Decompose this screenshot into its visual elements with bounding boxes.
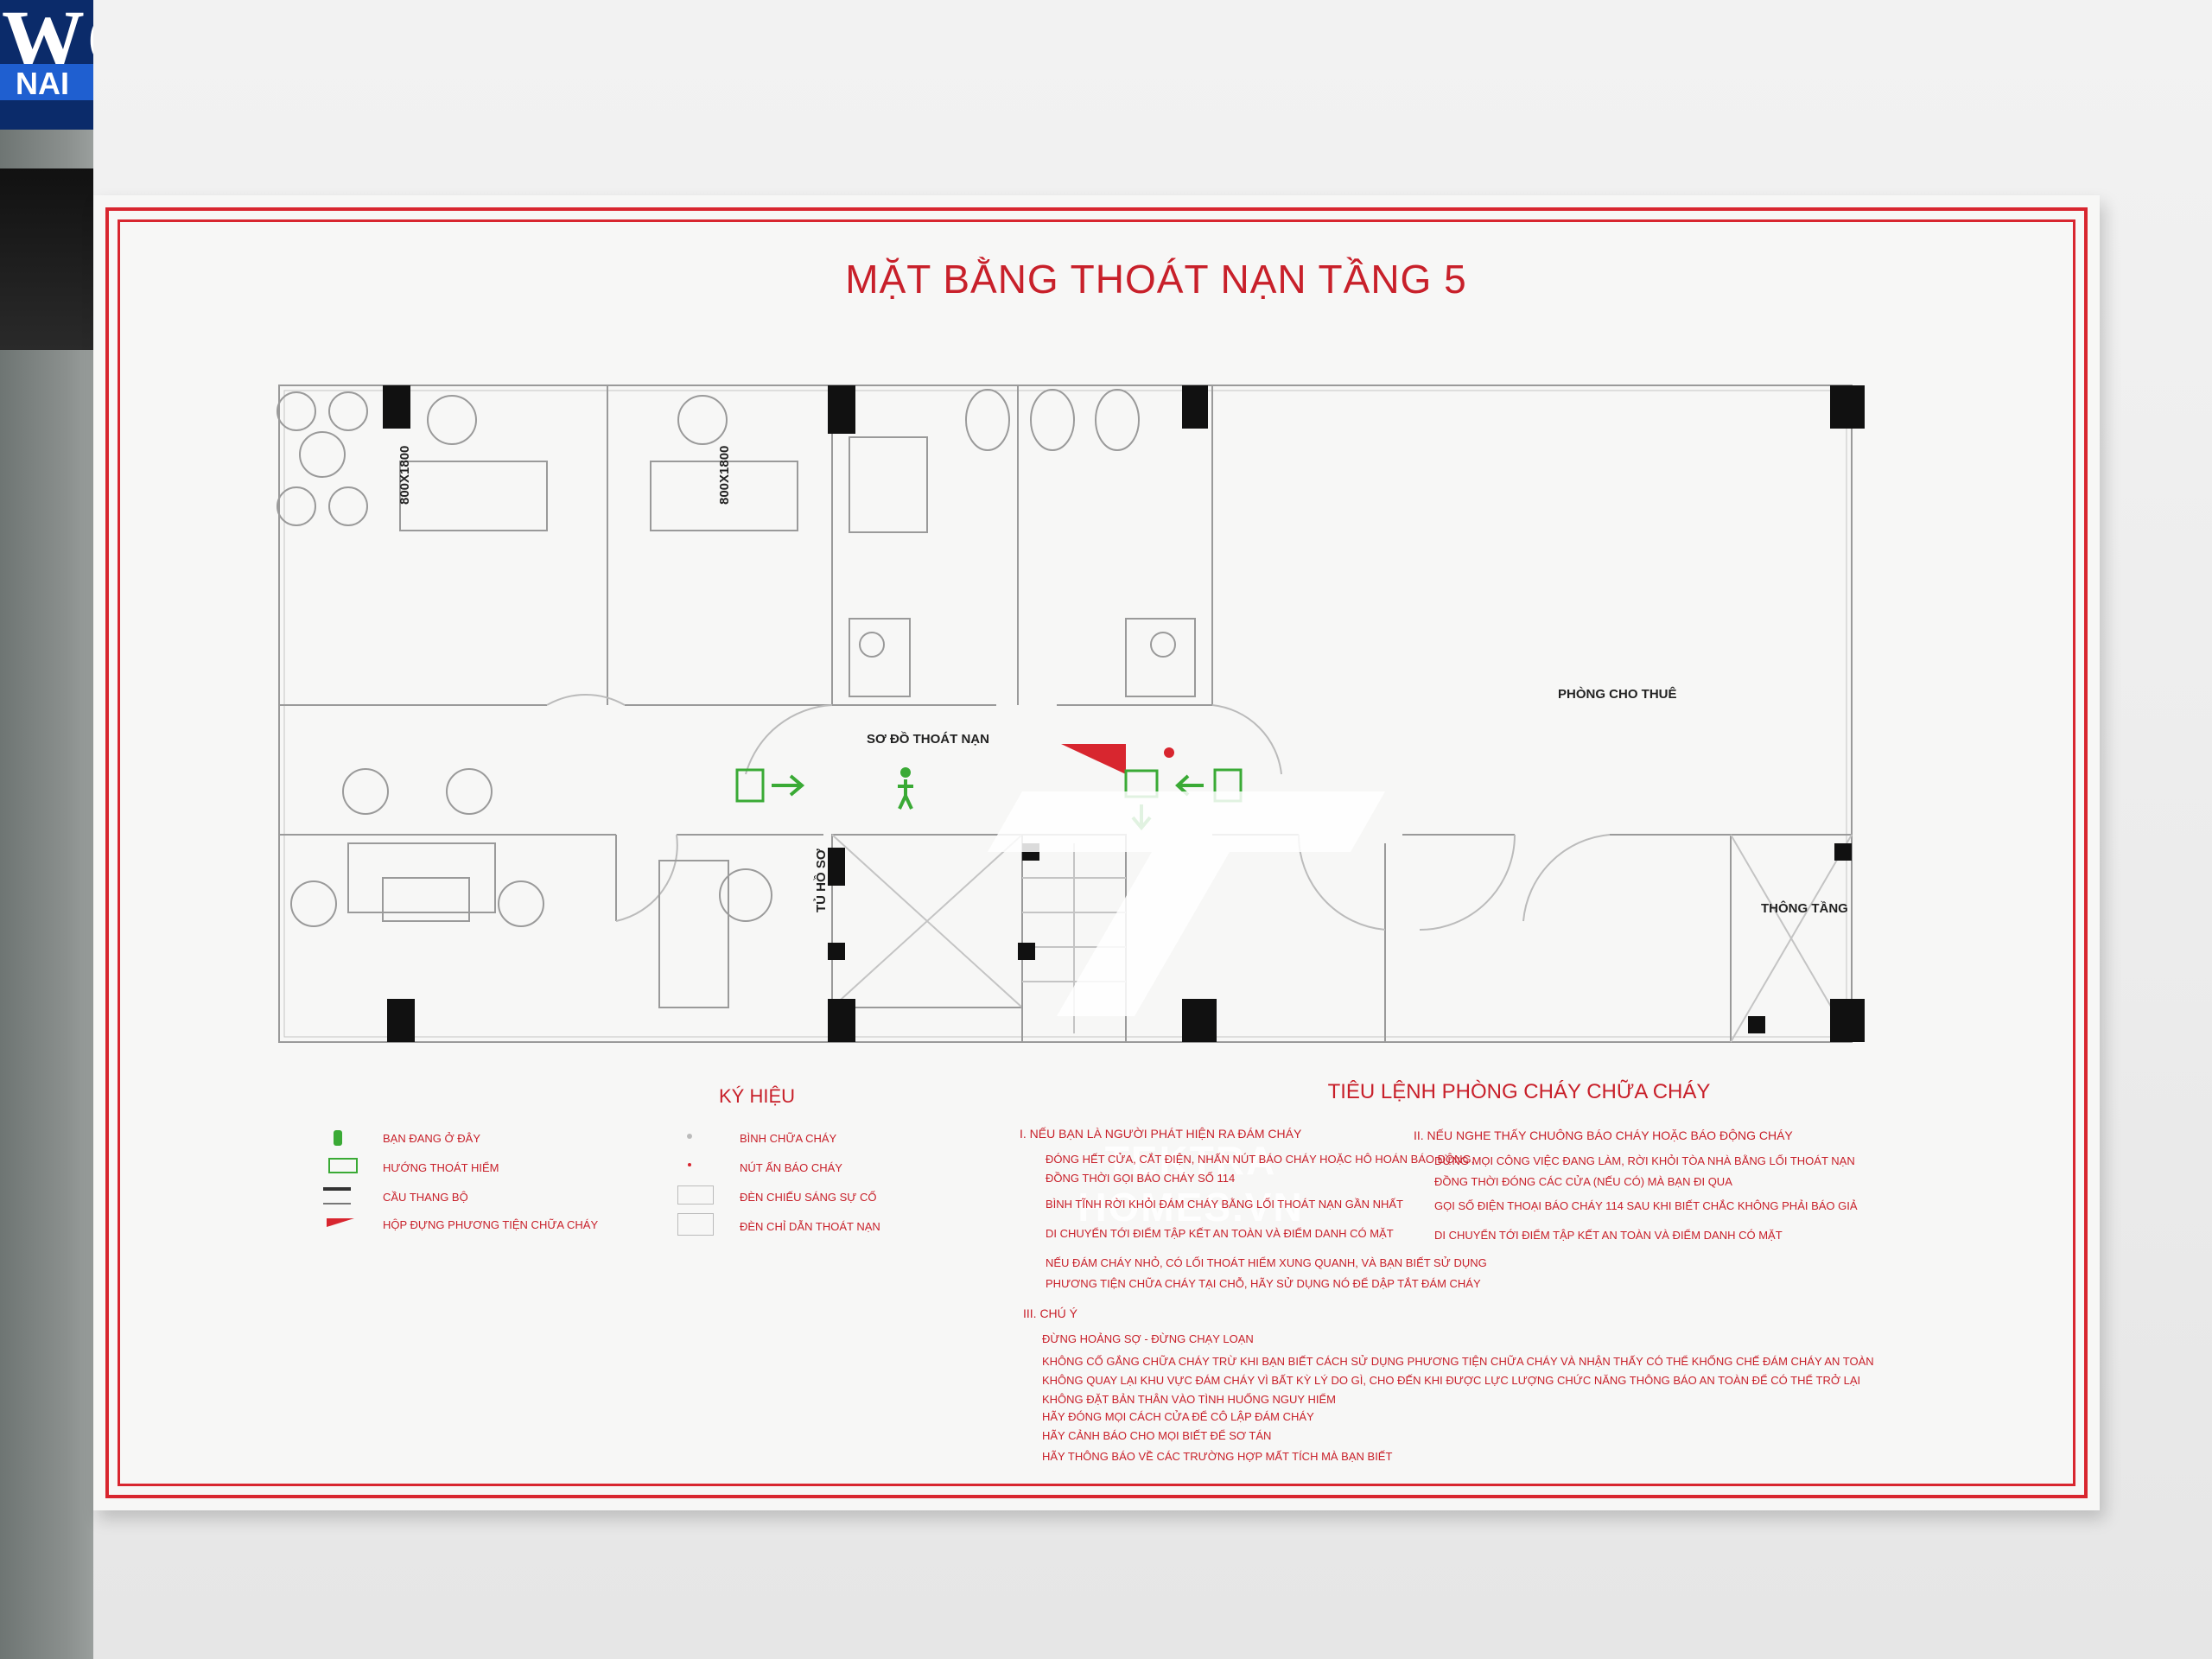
left-dark-frame	[0, 168, 93, 350]
outer-wall	[278, 385, 1853, 1043]
legend-item: BẠN ĐANG Ở ĐÂY	[383, 1132, 481, 1145]
evac-diagram-label: SƠ ĐỒ THOÁT NẠN	[867, 731, 989, 747]
watermark-logo	[988, 791, 1385, 1016]
rental-room-label: PHÒNG CHO THUÊ	[1558, 686, 1677, 702]
shaft-label: THÔNG TẦNG	[1761, 900, 1848, 916]
desk-b-size-label: 800X1800	[717, 446, 732, 505]
rule-line: GỌI SỐ ĐIỆN THOẠI BÁO CHÁY 114 SAU KHI B…	[1434, 1199, 1858, 1212]
legend-title: KÝ HIỆU	[718, 1085, 796, 1107]
legend-item: ĐÈN CHỈ DẪN THOÁT NẠN	[740, 1220, 880, 1233]
rules-title: TIÊU LỆNH PHÒNG CHÁY CHỮA CHÁY	[1327, 1080, 1711, 1103]
rule-line: ĐỒNG THỜI GỌI BÁO CHÁY SỐ 114	[1046, 1172, 1236, 1185]
exit-light-icon	[677, 1213, 714, 1236]
legend-item: ĐÈN CHIẾU SÁNG SỰ CỐ	[740, 1191, 877, 1204]
stairs-icon	[323, 1187, 351, 1205]
rules-section-1: I. NẾU BẠN LÀ NGƯỜI PHÁT HIỆN RA ĐÁM CHÁ…	[1020, 1127, 1302, 1141]
cabinet-label: TỦ HỒ SƠ	[813, 849, 829, 912]
rule-line: HÃY THÔNG BÁO VỀ CÁC TRƯỜNG HỢP MẤT TÍCH…	[1042, 1450, 1393, 1463]
board-title: MẶT BẰNG THOÁT NẠN TẦNG 5	[845, 257, 1467, 302]
rule-line: KHÔNG CỐ GẮNG CHỮA CHÁY TRỪ KHI BẠN BIẾT…	[1042, 1355, 1874, 1368]
rule-line: ĐÓNG HẾT CỬA, CẮT ĐIỆN, NHẤN NÚT BÁO CHÁ…	[1046, 1153, 1475, 1166]
fire-box-icon	[327, 1218, 354, 1227]
rule-line: DỪNG MỌI CÔNG VIỆC ĐANG LÀM, RỜI KHỎI TÒ…	[1434, 1154, 1855, 1167]
board-frame-outer	[105, 207, 2088, 1498]
rule-line: HÃY CẢNH BÁO CHO MỌI BIẾT ĐỂ SƠ TÁN	[1042, 1429, 1272, 1442]
rule-line: HÃY ĐÓNG MỌI CÁCH CỬA ĐỂ CÔ LẬP ĐÁM CHÁY	[1042, 1410, 1314, 1423]
watermark-text: TEKTRA HOMES.VN	[1077, 1138, 1304, 1230]
legend-item: HƯỚNG THOÁT HIỂM	[383, 1161, 499, 1174]
you-are-here-icon	[334, 1130, 342, 1146]
rule-line: KHÔNG ĐẶT BẢN THÂN VÀO TÌNH HUỐNG NGUY H…	[1042, 1393, 1336, 1406]
evacuation-sign-board: MẶT BẰNG THOÁT NẠN TẦNG 5	[93, 195, 2100, 1510]
rules-section-3: III. CHÚ Ý	[1023, 1306, 1078, 1320]
rule-line: BÌNH TĨNH RỜI KHỎI ĐÁM CHÁY BẰNG LỐI THO…	[1046, 1198, 1403, 1211]
logo-sub-text: NAI	[16, 66, 69, 101]
legend-item: HỘP ĐỰNG PHƯƠNG TIỆN CHỮA CHÁY	[383, 1218, 599, 1231]
rule-line: PHƯƠNG TIỆN CHỮA CHÁY TẠI CHỖ, HÃY SỬ DỤ…	[1046, 1277, 1481, 1290]
desk-a-size-label: 800X1800	[397, 446, 412, 505]
legend-item: BÌNH CHỮA CHÁY	[740, 1132, 837, 1145]
extinguisher-icon	[687, 1134, 692, 1139]
logo-bar	[0, 64, 93, 100]
desk-b	[650, 461, 798, 531]
exit-direction-icon	[328, 1158, 358, 1173]
legend-item: CẦU THANG BỘ	[383, 1191, 468, 1204]
rule-line: DI CHUYỂN TỚI ĐIỂM TẬP KẾT AN TOÀN VÀ ĐI…	[1434, 1229, 1783, 1242]
rules-section-2: II. NẾU NGHE THẤY CHUÔNG BÁO CHÁY HOẶC B…	[1414, 1128, 1793, 1142]
rule-line: NẾU ĐÁM CHÁY NHỎ, CÓ LỐI THOÁT HIỂM XUNG…	[1046, 1256, 1487, 1269]
floor-plan-drawing: 800X1800 800X1800 SƠ ĐỒ THOÁT NẠN TỦ HỒ …	[276, 385, 1865, 1043]
floor-plan: 800X1800 800X1800 SƠ ĐỒ THOÁT NẠN TỦ HỒ …	[262, 359, 1869, 1051]
rule-line: DI CHUYỂN TỚI ĐIỂM TẬP KẾT AN TOÀN VÀ ĐI…	[1046, 1227, 1394, 1240]
rule-line: ĐỒNG THỜI ĐÓNG CÁC CỬA (NẾU CÓ) MÀ BẠN Đ…	[1434, 1175, 1732, 1188]
rule-line: KHÔNG QUAY LẠI KHU VỰC ĐÁM CHÁY VÌ BẤT K…	[1042, 1374, 1861, 1387]
corner-logo-sign: WC NAI	[0, 0, 93, 130]
rule-line: ĐỪNG HOẢNG SỢ - ĐỪNG CHẠY LOẠN	[1042, 1332, 1254, 1345]
fire-equipment-box-icon	[1061, 744, 1126, 774]
legend-item: NÚT ẤN BÁO CHÁY	[740, 1161, 842, 1174]
fire-alarm-button-icon	[1164, 747, 1174, 758]
alarm-button-icon	[688, 1163, 691, 1166]
desk-a	[399, 461, 548, 531]
board-frame-inner	[118, 219, 2075, 1486]
emergency-light-icon	[677, 1185, 714, 1205]
